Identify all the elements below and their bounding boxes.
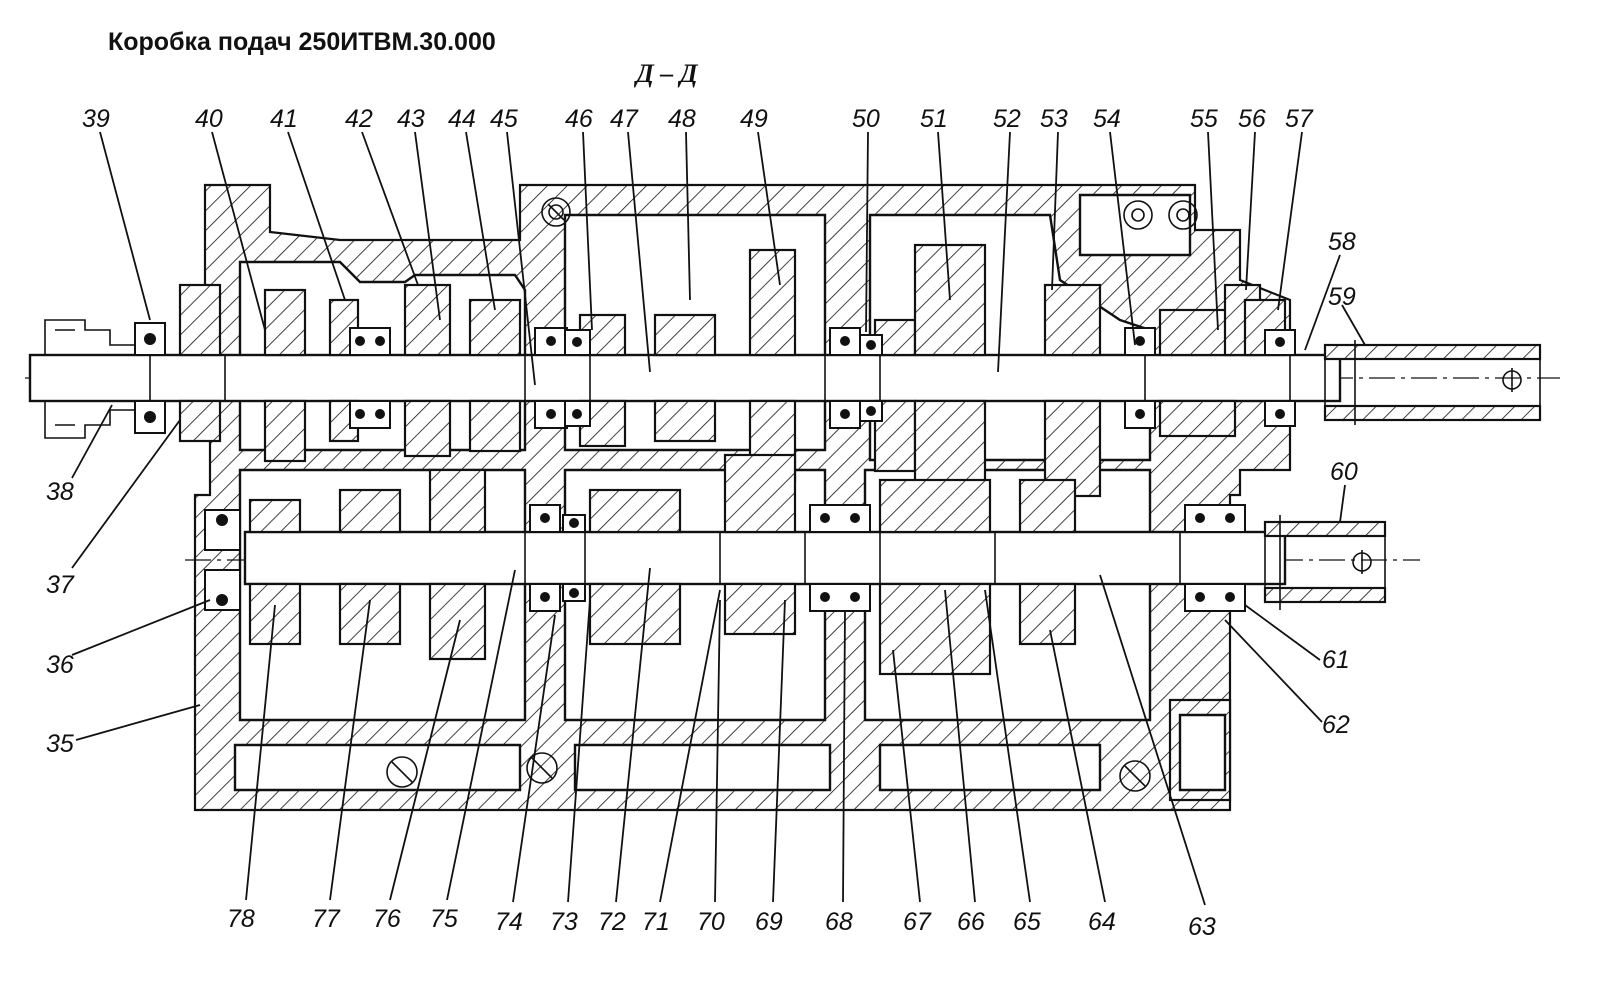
lower-shaft bbox=[185, 515, 1420, 610]
callout-74: 74 bbox=[495, 908, 523, 936]
callout-37: 37 bbox=[46, 571, 75, 599]
housing-bolts bbox=[386, 197, 1198, 792]
callout-75: 75 bbox=[430, 905, 458, 933]
callout-48: 48 bbox=[668, 105, 696, 133]
callout-69: 69 bbox=[755, 908, 783, 936]
callout-50: 50 bbox=[852, 105, 880, 133]
callout-39: 39 bbox=[82, 105, 110, 133]
callout-49: 49 bbox=[740, 105, 768, 133]
section-label: Д – Д bbox=[634, 59, 699, 88]
callouts-top: 39 40 41 42 43 44 45 46 47 48 49 50 51 5… bbox=[82, 105, 1314, 133]
callouts-right: 58 59 60 61 62 bbox=[1322, 228, 1358, 739]
callout-45: 45 bbox=[490, 105, 518, 133]
callout-72: 72 bbox=[598, 908, 626, 936]
callout-51: 51 bbox=[920, 105, 948, 133]
callout-44: 44 bbox=[448, 105, 476, 133]
callout-77: 77 bbox=[312, 905, 341, 933]
callout-42: 42 bbox=[345, 105, 373, 133]
callout-64: 64 bbox=[1088, 908, 1116, 936]
callout-61: 61 bbox=[1322, 646, 1350, 674]
callout-53: 53 bbox=[1040, 105, 1068, 133]
callout-41: 41 bbox=[270, 105, 298, 133]
callout-73: 73 bbox=[550, 908, 578, 936]
callout-62: 62 bbox=[1322, 711, 1350, 739]
callout-38: 38 bbox=[46, 478, 74, 506]
callout-63: 63 bbox=[1188, 913, 1216, 941]
drawing-title: Коробка подач 250ИТВМ.30.000 bbox=[108, 28, 496, 56]
callout-43: 43 bbox=[397, 105, 425, 133]
callout-67: 67 bbox=[903, 908, 932, 936]
lower-gears bbox=[248, 453, 1077, 676]
lower-bearings bbox=[204, 504, 1246, 612]
callout-65: 65 bbox=[1013, 908, 1041, 936]
callouts-left: 38 37 36 35 bbox=[46, 478, 75, 758]
callout-35: 35 bbox=[46, 730, 74, 758]
callout-47: 47 bbox=[610, 105, 639, 133]
upper-bearings bbox=[134, 322, 1296, 434]
callout-55: 55 bbox=[1190, 105, 1218, 133]
upper-shaft bbox=[25, 319, 1560, 439]
callout-54: 54 bbox=[1093, 105, 1121, 133]
callout-58: 58 bbox=[1328, 228, 1356, 256]
callout-36: 36 bbox=[46, 651, 74, 679]
callout-57: 57 bbox=[1285, 105, 1314, 133]
callout-46: 46 bbox=[565, 105, 593, 133]
callout-66: 66 bbox=[957, 908, 985, 936]
callout-56: 56 bbox=[1238, 105, 1266, 133]
callout-76: 76 bbox=[373, 905, 401, 933]
callout-59: 59 bbox=[1328, 283, 1356, 311]
callout-52: 52 bbox=[993, 105, 1021, 133]
callout-78: 78 bbox=[227, 905, 255, 933]
callout-71: 71 bbox=[642, 908, 670, 936]
callout-40: 40 bbox=[195, 105, 223, 133]
callout-60: 60 bbox=[1330, 458, 1358, 486]
callouts-bottom: 78 77 76 75 74 73 72 71 70 69 68 67 66 6… bbox=[227, 905, 1216, 941]
callout-70: 70 bbox=[697, 908, 725, 936]
callout-68: 68 bbox=[825, 908, 853, 936]
leader-lines bbox=[71, 131, 1366, 906]
